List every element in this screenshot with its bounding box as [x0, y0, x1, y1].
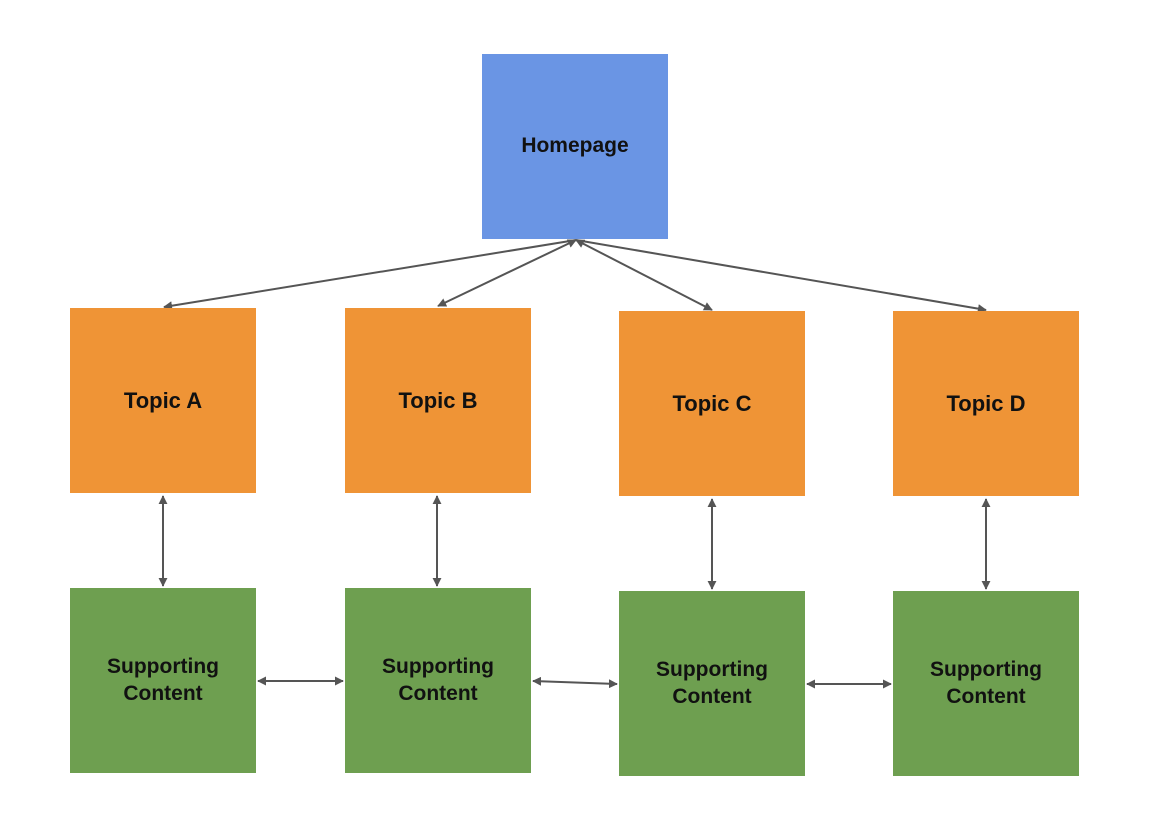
homepage-label: Homepage	[521, 134, 629, 158]
supporting-content-d-label: Supporting Content	[930, 658, 1042, 708]
topic-a-label: Topic A	[123, 387, 203, 413]
supporting-content-c-label: Supporting Content	[656, 658, 768, 708]
connector-homepage-topic-c	[575, 239, 713, 311]
supporting-content-a-label: Supporting Content	[107, 655, 219, 705]
topic-c-label: Topic C	[672, 390, 752, 416]
supporting-content-d-node: Supporting Content	[893, 591, 1079, 776]
supporting-content-c-node: Supporting Content	[619, 591, 805, 776]
topic-d-label: Topic D	[946, 390, 1026, 416]
supporting-content-b-label: Supporting Content	[382, 655, 494, 705]
connector-homepage-topic-d	[575, 239, 987, 314]
topic-a-node: Topic A	[70, 308, 256, 493]
connector-supporting-b-supporting-c	[532, 676, 618, 689]
supporting-content-b-node: Supporting Content	[345, 588, 531, 773]
topic-b-node: Topic B	[345, 308, 531, 493]
supporting-content-a-node: Supporting Content	[70, 588, 256, 773]
topic-b-label: Topic B	[398, 387, 478, 413]
homepage-node: Homepage	[482, 54, 668, 239]
connector-homepage-topic-a	[163, 239, 577, 311]
topic-c-node: Topic C	[619, 311, 805, 496]
topic-d-node: Topic D	[893, 311, 1079, 496]
connector-homepage-topic-b	[437, 239, 577, 307]
